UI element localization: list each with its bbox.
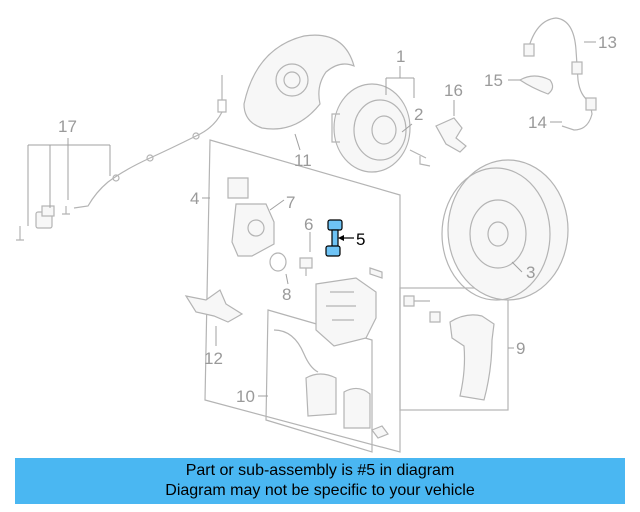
callout-17-bracket xyxy=(27,138,111,226)
callout-13: 13 xyxy=(598,33,617,52)
callout-11: 11 xyxy=(294,151,312,170)
bleeder-bolt xyxy=(299,257,313,276)
callout-5: 5 xyxy=(356,230,365,249)
parts-diagram: 17 11 1 2 16 13 15 14 xyxy=(16,17,617,453)
banner-line-1: Part or sub-assembly is #5 in diagram xyxy=(185,462,455,479)
caliper-housing xyxy=(227,177,275,257)
callout-5-arrow xyxy=(338,235,344,241)
callout-12: 12 xyxy=(204,349,223,368)
callout-8: 8 xyxy=(282,285,291,304)
brake-hose xyxy=(518,17,597,131)
splash-shield xyxy=(243,34,355,130)
callout-3: 3 xyxy=(526,263,535,282)
bracket-16 xyxy=(435,117,467,153)
carrier-panel xyxy=(399,287,509,411)
callout-7: 7 xyxy=(286,193,295,212)
brake-pads xyxy=(273,329,389,439)
callout-14: 14 xyxy=(528,113,547,132)
brake-rotor xyxy=(441,159,569,301)
wheel-hub xyxy=(331,83,431,173)
caliper-carrier xyxy=(403,295,495,401)
part-5-bottom-clip xyxy=(325,245,341,257)
callout-15: 15 xyxy=(484,71,503,90)
seal-ring xyxy=(269,252,287,272)
wheel-speed-sensor xyxy=(16,75,227,241)
callout-17: 17 xyxy=(58,117,77,136)
callout-2: 2 xyxy=(414,105,423,124)
part-5-top-clip xyxy=(327,219,343,231)
callout-1: 1 xyxy=(396,47,405,66)
part-5-spring xyxy=(331,229,339,249)
callout-9: 9 xyxy=(516,339,525,358)
callout-4: 4 xyxy=(190,189,199,208)
callout-10: 10 xyxy=(236,387,255,406)
info-banner: Part or sub-assembly is #5 in diagram Di… xyxy=(15,458,625,504)
caliper-body xyxy=(315,267,383,347)
callout-16: 16 xyxy=(444,81,463,100)
highlighted-part-5 xyxy=(325,219,343,257)
banner-line-2: Diagram may not be specific to your vehi… xyxy=(165,482,475,499)
callout-6: 6 xyxy=(304,215,313,234)
bracket-12 xyxy=(184,289,244,323)
callout-1-bracket xyxy=(385,66,415,98)
